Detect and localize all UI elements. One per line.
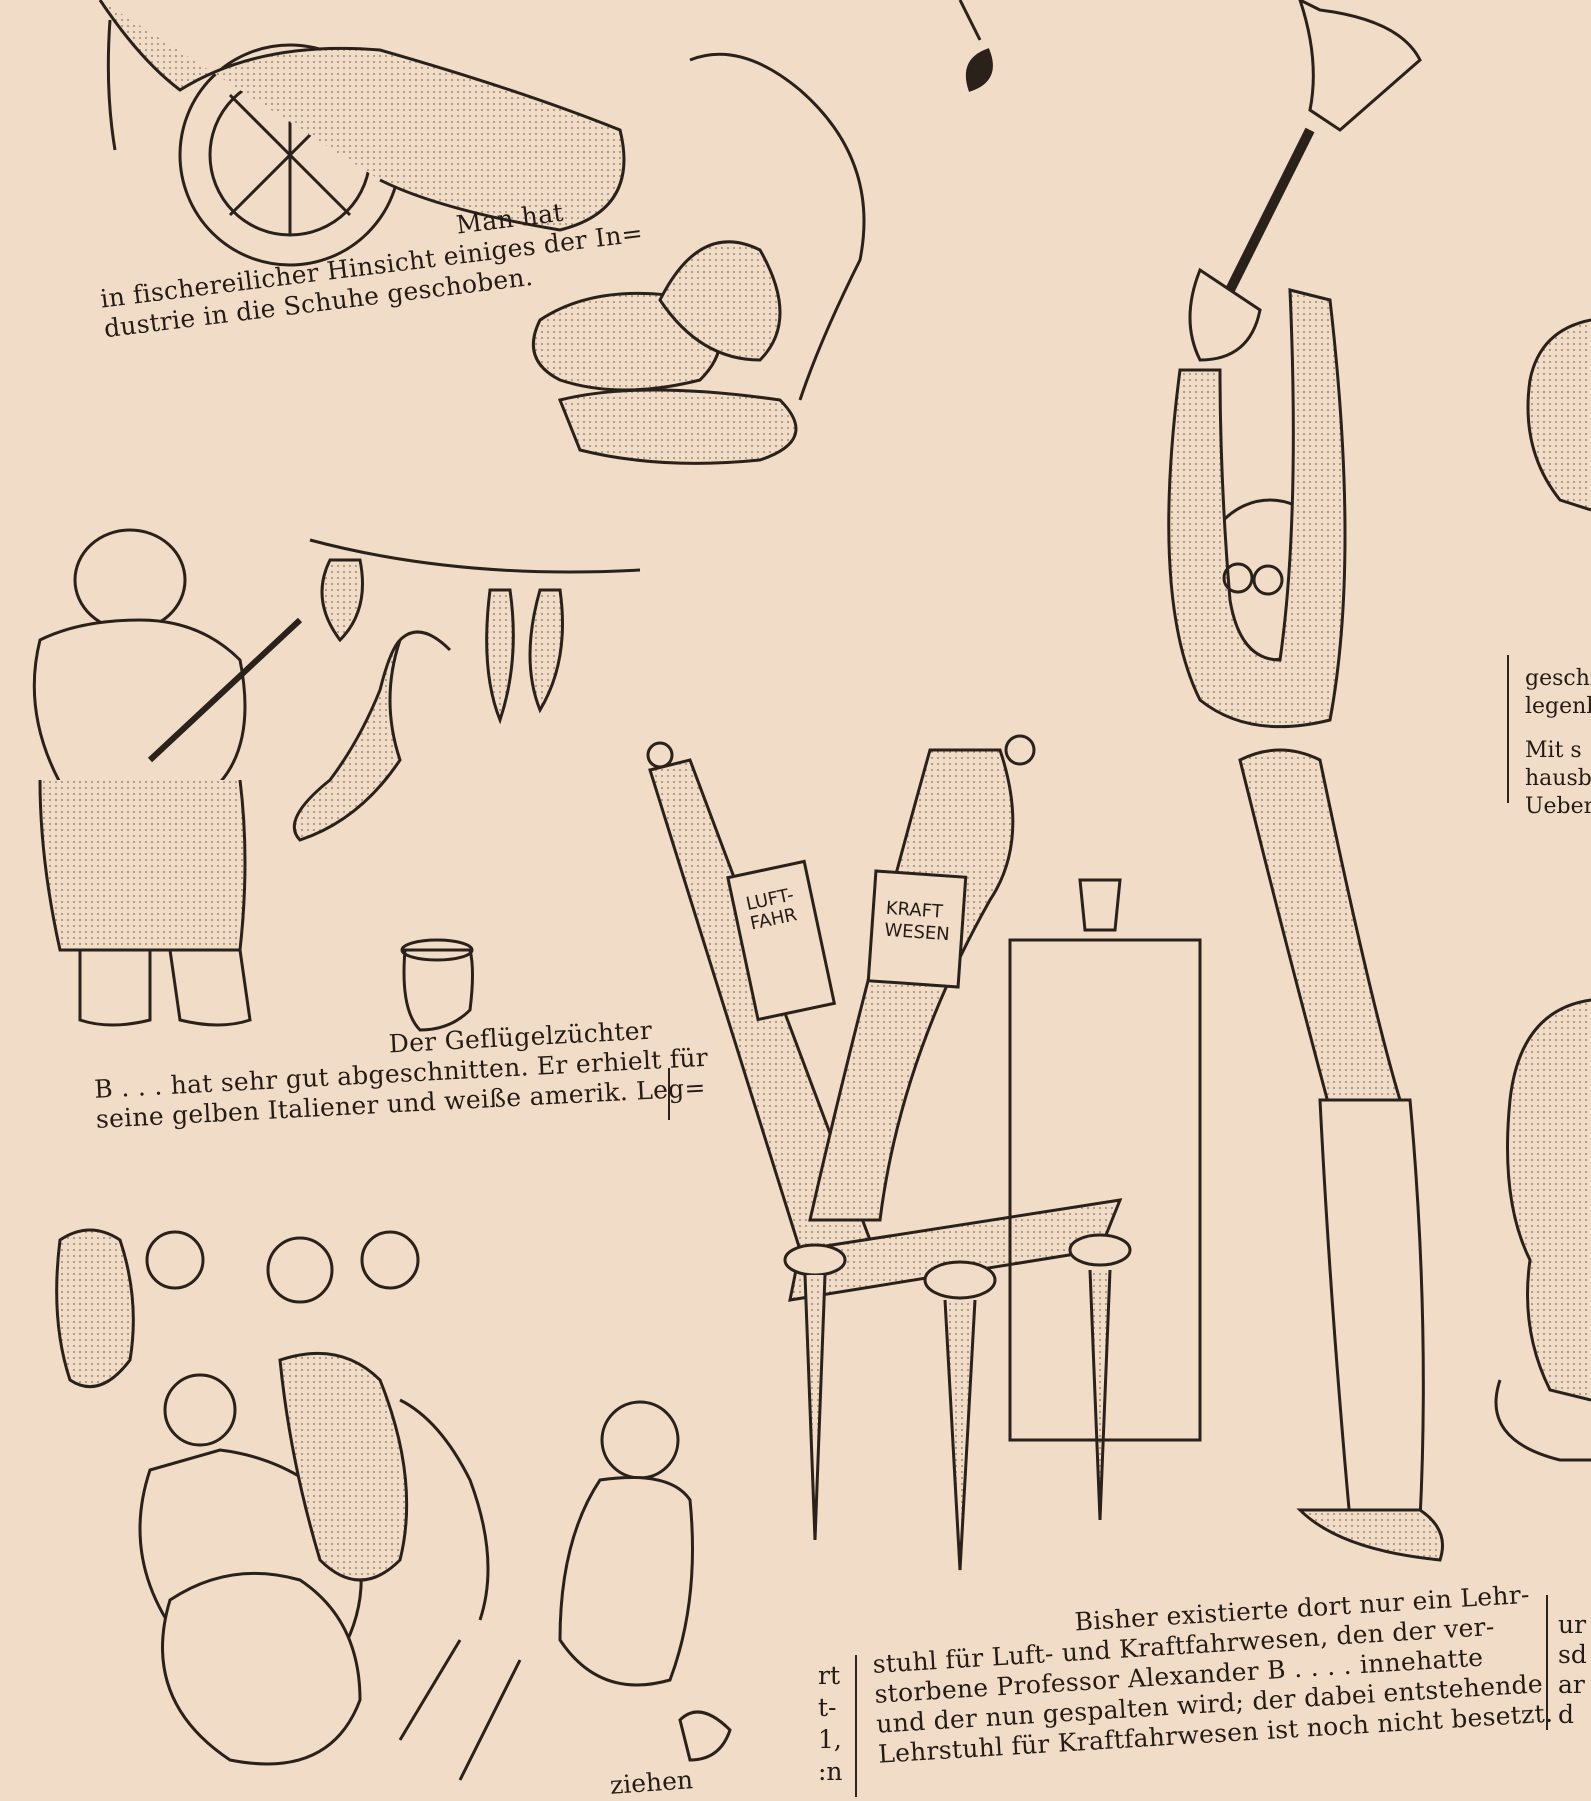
man-with-axe-cartoon <box>1167 0 1444 1562</box>
left-fragment-3: 1, <box>818 1725 842 1754</box>
right-edge-figures <box>1494 318 1591 1462</box>
right-column-line5: Ueber <box>1525 794 1591 819</box>
right-column-line4: hausb <box>1525 766 1591 791</box>
right-column-fragments: ur sd ar d <box>1558 1610 1587 1730</box>
right-column-text: geschic legenb Mit s hausb Ueber <box>1525 665 1591 821</box>
left-fragment-2: t- <box>818 1693 837 1722</box>
right-fragment-1: ur <box>1558 1610 1587 1639</box>
column-rule-poultry <box>668 1068 670 1120</box>
right-fragment-2: sd <box>1558 1640 1587 1669</box>
bottom-fragment: ziehen <box>609 1765 694 1800</box>
dancing-crowd-cartoon <box>55 1228 732 1781</box>
right-fragment-4: d <box>1558 1700 1575 1729</box>
right-column-line3: Mit s <box>1525 738 1582 763</box>
left-column-fragments: rt t- 1, :n <box>818 1660 843 1788</box>
right-fragment-3: ar <box>1558 1670 1585 1699</box>
column-rule-chair-right <box>1546 1595 1548 1730</box>
column-rule-right <box>1507 655 1509 803</box>
right-column-line1: geschic <box>1525 666 1591 691</box>
split-chair-cartoon <box>646 734 1202 1571</box>
fishing-wheel-cartoon <box>98 0 993 465</box>
sign-kraft-wesen: KRAFT WESEN <box>883 897 951 946</box>
right-column-line2: legenb <box>1525 694 1591 719</box>
left-fragment-4: :n <box>818 1757 843 1786</box>
column-rule-chair-left <box>855 1655 857 1797</box>
left-fragment-1: rt <box>818 1661 840 1690</box>
poultry-breeder-cartoon <box>32 528 641 1032</box>
